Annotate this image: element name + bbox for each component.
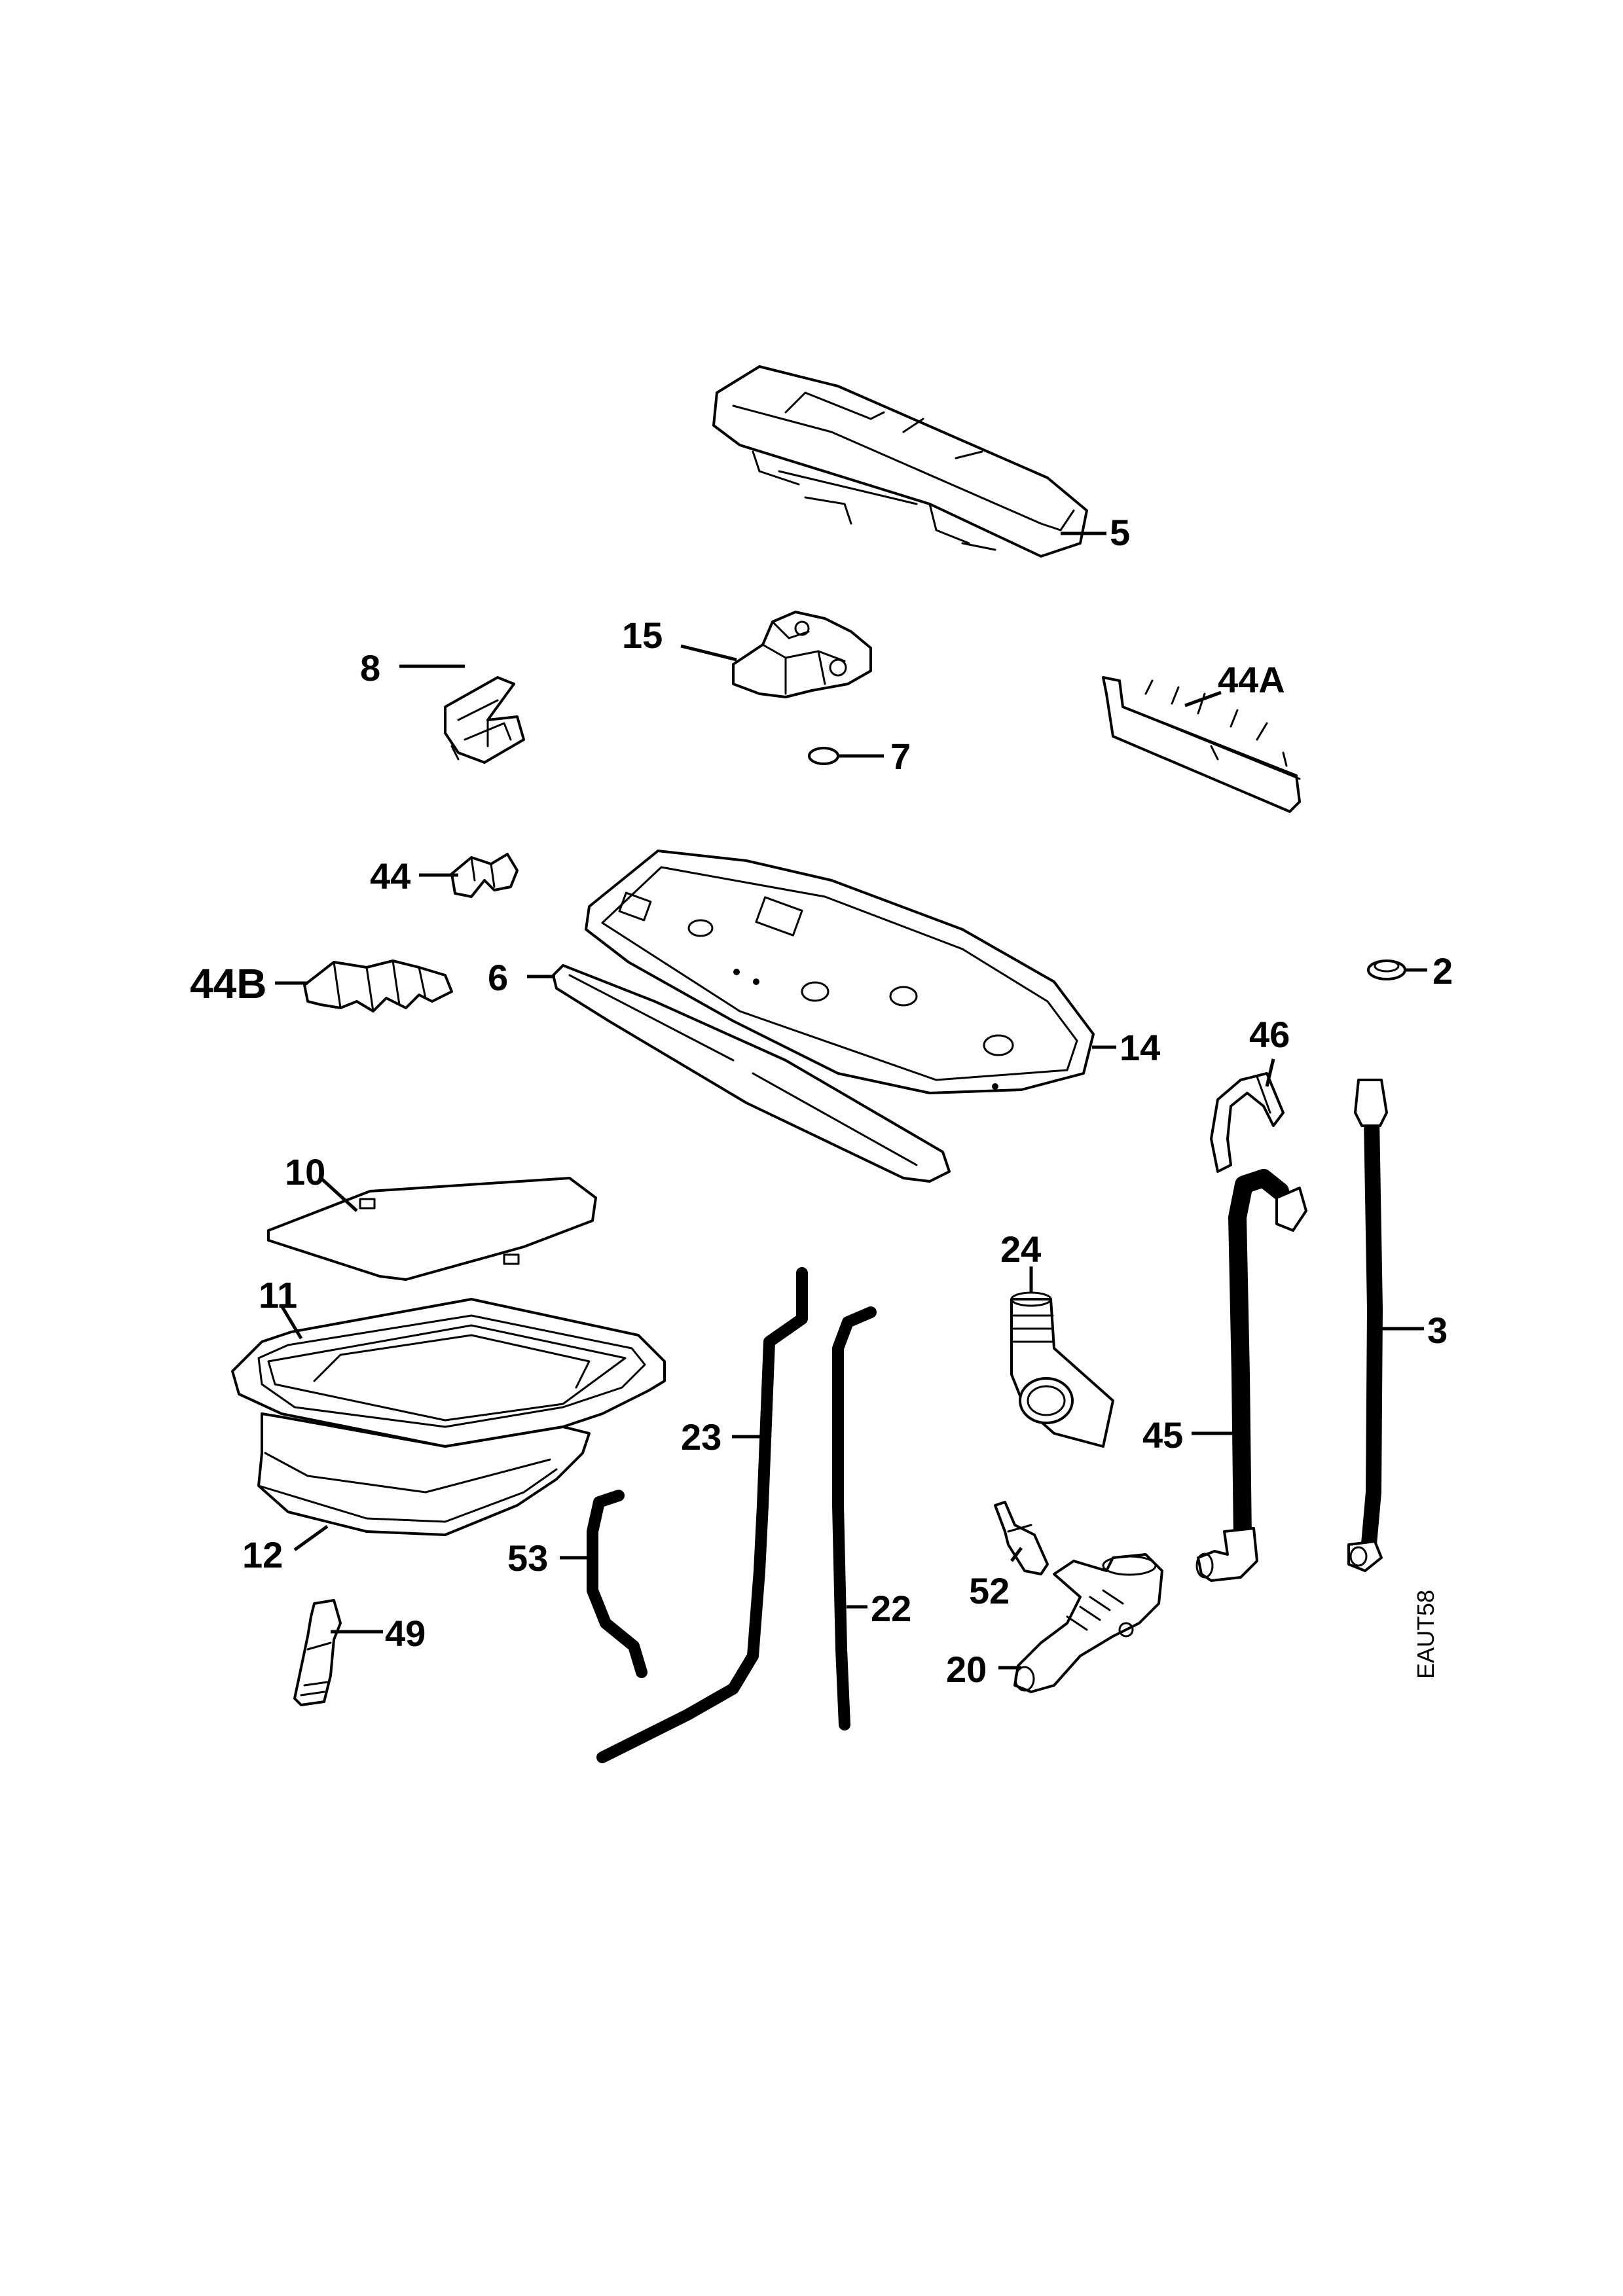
part-14-top-plate (585, 850, 1095, 1094)
label-8: 8 (360, 647, 380, 689)
part-15-switch-assembly (732, 611, 872, 698)
label-23: 23 (681, 1416, 721, 1458)
part-53-short-hose (587, 1490, 647, 1678)
label-44: 44 (370, 855, 410, 897)
part-45-drain-hose (1195, 1169, 1307, 1582)
label-49: 49 (385, 1613, 426, 1654)
part-46-hose-guide (1210, 1072, 1285, 1173)
part-6-strip (552, 964, 951, 1183)
label-22: 22 (871, 1588, 911, 1629)
diagram-code: EAUT58 (1412, 1590, 1439, 1679)
label-3: 3 (1427, 1310, 1448, 1351)
part-23-long-hose (596, 1267, 808, 1763)
part-2-cap (1367, 960, 1406, 980)
label-45: 45 (1142, 1414, 1183, 1456)
part-8-clip (444, 676, 525, 764)
leader-52 (1010, 1547, 1023, 1562)
leader-44A (1184, 691, 1222, 708)
label-2: 2 (1432, 950, 1453, 992)
label-5: 5 (1110, 512, 1130, 553)
part-5-panel-bracket (712, 365, 1088, 558)
label-46: 46 (1249, 1014, 1290, 1055)
label-24: 24 (1000, 1229, 1041, 1270)
leader-11 (280, 1304, 303, 1340)
label-20: 20 (946, 1649, 987, 1690)
part-7-o-ring (808, 747, 839, 765)
leader-15 (680, 644, 737, 662)
part-52-nozzle (994, 1501, 1049, 1575)
part-20-sump-hose (1013, 1553, 1163, 1693)
label-14: 14 (1120, 1027, 1160, 1068)
part-3-inlet-hose (1347, 1079, 1388, 1572)
part-22-hose (832, 1306, 877, 1731)
label-7: 7 (890, 736, 911, 777)
part-11-tub (231, 1298, 666, 1448)
leader-46 (1265, 1058, 1275, 1087)
part-24-bellows-connector (1010, 1291, 1114, 1448)
label-10: 10 (285, 1151, 325, 1193)
part-44A-wiring-rail (1102, 676, 1301, 813)
part-10-lid (267, 1177, 597, 1281)
part-49-bracket (293, 1599, 342, 1706)
label-11: 11 (259, 1274, 297, 1316)
label-44B: 44B (190, 960, 266, 1007)
label-12: 12 (242, 1534, 283, 1575)
part-44-cable-clip (450, 853, 519, 898)
part-12-gasket-base (257, 1412, 591, 1536)
label-6: 6 (488, 957, 508, 998)
label-15: 15 (622, 615, 663, 656)
leader-12 (293, 1524, 329, 1552)
label-53: 53 (507, 1537, 548, 1579)
label-52: 52 (969, 1570, 1010, 1611)
label-44A: 44A (1218, 659, 1285, 700)
part-44B-multi-cable-clip (303, 960, 453, 1013)
leader-10 (319, 1177, 358, 1212)
